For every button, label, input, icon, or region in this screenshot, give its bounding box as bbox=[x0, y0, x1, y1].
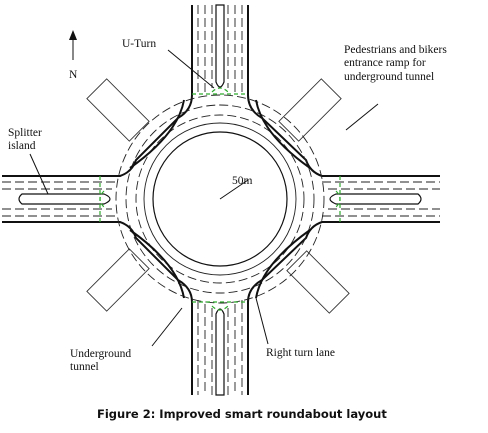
east-splitter-island bbox=[329, 193, 422, 205]
south-approach-lanes bbox=[197, 300, 243, 396]
figure-caption: Figure 2: Improved smart roundabout layo… bbox=[97, 407, 387, 421]
building-se bbox=[286, 250, 350, 314]
label-pedestrians-2: entrance ramp for bbox=[344, 57, 426, 69]
radius-label: 50m bbox=[232, 175, 253, 187]
south-median bbox=[215, 308, 225, 396]
leader-splitter bbox=[29, 153, 49, 195]
north-arrow: N bbox=[69, 30, 78, 81]
building-nw bbox=[86, 78, 150, 142]
north-arrow-icon bbox=[69, 30, 77, 40]
label-u-turn: U-Turn bbox=[122, 38, 156, 50]
leader-pedestrians bbox=[345, 103, 379, 131]
right-turn-bypass-lanes bbox=[129, 99, 311, 299]
west-splitter-island bbox=[18, 193, 111, 205]
east-approach-lanes bbox=[322, 181, 440, 217]
label-underground-2: tunnel bbox=[70, 361, 99, 373]
leader-underground bbox=[151, 307, 183, 347]
building-sw bbox=[86, 248, 150, 312]
leader-u-turn bbox=[167, 49, 215, 89]
label-splitter-1: Splitter bbox=[8, 127, 42, 139]
roundabout-outer-edge bbox=[2, 5, 440, 395]
label-right-turn: Right turn lane bbox=[266, 347, 335, 359]
west-approach-lanes bbox=[2, 181, 118, 217]
label-splitter-2: island bbox=[8, 140, 36, 152]
tunnel-markers bbox=[99, 87, 341, 311]
label-pedestrians-3: underground tunnel bbox=[344, 71, 434, 83]
leader-right-turn bbox=[255, 297, 269, 345]
radius-line bbox=[219, 179, 249, 200]
north-median bbox=[215, 4, 225, 88]
building-ne bbox=[278, 78, 342, 142]
corner-buildings bbox=[86, 78, 350, 314]
circulating-lanes bbox=[115, 94, 325, 304]
north-label: N bbox=[69, 69, 78, 81]
label-pedestrians-1: Pedestrians and bikers bbox=[344, 44, 447, 56]
label-underground-1: Underground bbox=[70, 348, 131, 360]
north-approach-lanes bbox=[197, 4, 243, 96]
